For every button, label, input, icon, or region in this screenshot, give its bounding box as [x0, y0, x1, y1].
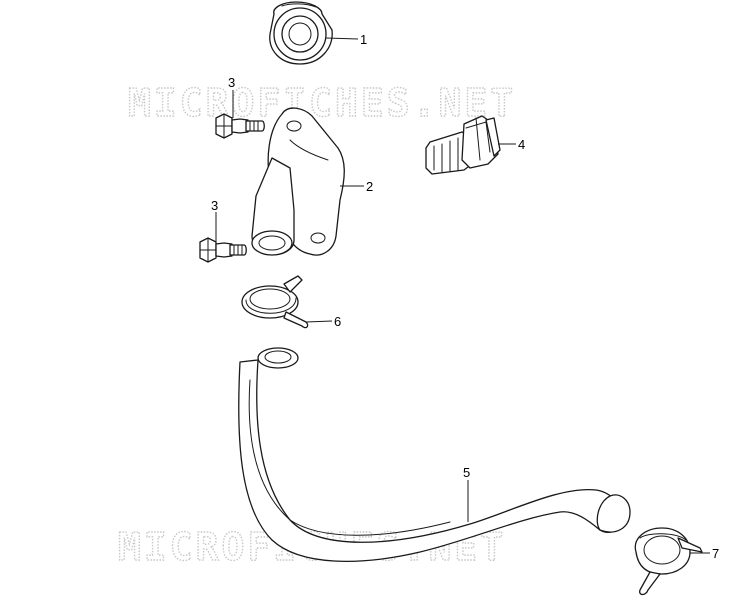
callout-3-upper[interactable]: 3 [228, 75, 235, 90]
spring-hose-clamp-icon-7[interactable] [634, 527, 703, 596]
thermostat-icon[interactable] [269, 1, 333, 65]
callout-6[interactable]: 6 [334, 314, 341, 329]
flange-bolt-icon-lower[interactable] [199, 237, 247, 263]
thermostat-cover-elbow-icon[interactable] [251, 107, 345, 256]
leader-6 [305, 320, 333, 323]
spring-hose-clamp-icon-6[interactable] [241, 275, 309, 329]
callout-4[interactable]: 4 [518, 137, 525, 152]
callout-7[interactable]: 7 [712, 546, 719, 561]
callout-2[interactable]: 2 [366, 179, 373, 194]
callout-3-lower[interactable]: 3 [211, 198, 218, 213]
coolant-hose-icon[interactable] [238, 347, 631, 562]
watermark-top: MICROFICHES.NET [128, 81, 516, 125]
callout-1[interactable]: 1 [360, 32, 367, 47]
flange-bolt-icon-upper[interactable] [215, 113, 265, 139]
temperature-sensor-icon[interactable] [425, 115, 501, 175]
leader-1 [325, 37, 359, 40]
callout-5[interactable]: 5 [463, 465, 470, 480]
